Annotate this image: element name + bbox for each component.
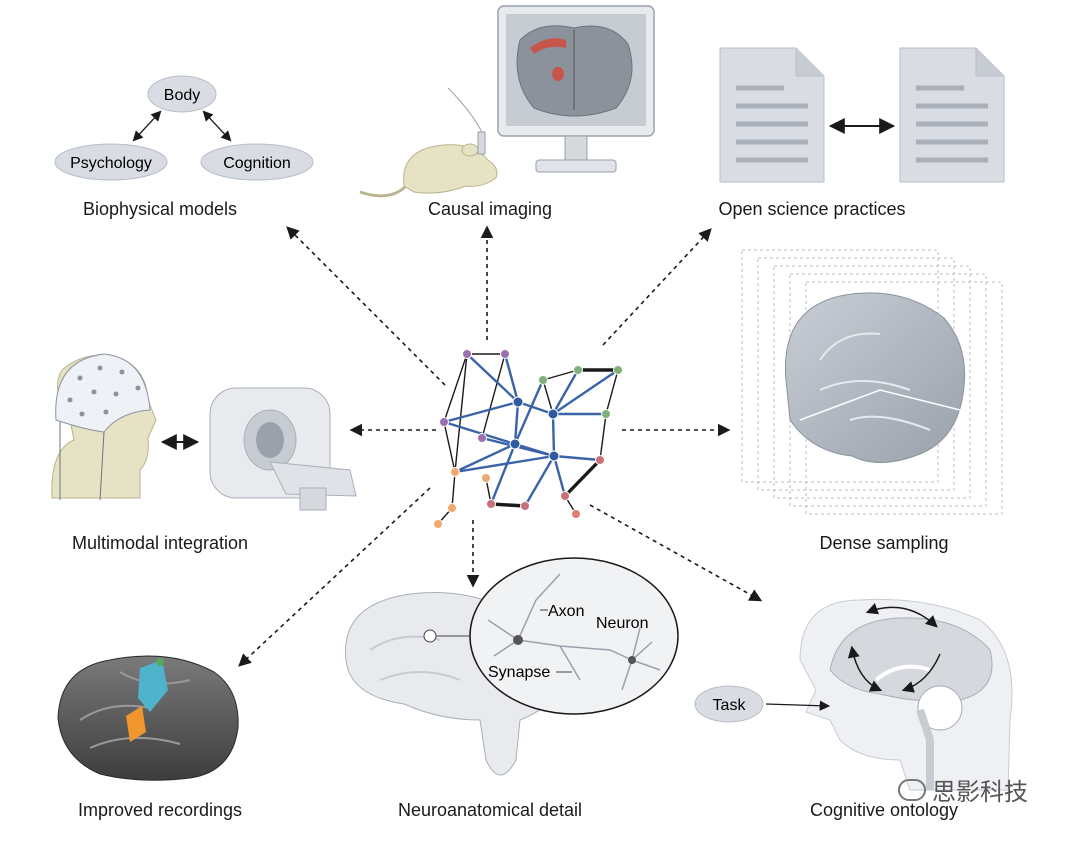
bubble-task: Task xyxy=(713,697,747,714)
wechat-icon xyxy=(898,778,926,801)
caption-causal-imaging: Causal imaging xyxy=(427,199,553,219)
label-axon: Axon xyxy=(548,603,584,620)
arrow-to-biophysical xyxy=(286,226,446,386)
radial-arrows xyxy=(238,225,763,667)
watermark: 思影科技 xyxy=(898,772,1028,807)
arrow-to-improved xyxy=(238,487,431,667)
caption-biophysical-models: Biophysical models xyxy=(82,199,238,219)
eeg-cap-icon xyxy=(51,353,157,501)
caption-cognitive-ontology: Cognitive ontology xyxy=(809,800,959,820)
label-neuron: Neuron xyxy=(596,615,648,632)
bubble-cognition: Cognition xyxy=(223,155,291,172)
label-synapse: Synapse xyxy=(488,664,550,681)
caption-neuroanatomical: Neuroanatomical detail xyxy=(397,800,583,820)
bubble-psychology: Psychology xyxy=(70,155,152,172)
bubble-body: Body xyxy=(164,87,200,104)
cortex-surface-icon xyxy=(57,655,239,781)
biophysical-bubbles: Body Psychology Cognition xyxy=(54,75,314,181)
caption-improved-recordings: Improved recordings xyxy=(77,800,243,820)
caption-open-science: Open science practices xyxy=(718,199,906,219)
rat-icon xyxy=(359,87,498,198)
caption-dense-sampling: Dense sampling xyxy=(819,533,949,553)
watermark-text: 思影科技 xyxy=(932,778,1028,806)
document-icon xyxy=(719,47,825,183)
brain-icon xyxy=(741,249,1003,515)
mri-scanner-icon xyxy=(209,387,357,511)
head-icon: Task xyxy=(694,598,1013,791)
caption-multimodal: Multimodal integration xyxy=(71,533,249,553)
document-icon-2 xyxy=(899,47,1005,183)
arrow-to-cognitive xyxy=(589,504,763,602)
monitor-icon xyxy=(497,5,655,173)
central-network xyxy=(433,349,623,529)
neuron-icon: Axon Neuron Synapse xyxy=(469,557,679,715)
arrow-to-open-science xyxy=(602,228,712,346)
